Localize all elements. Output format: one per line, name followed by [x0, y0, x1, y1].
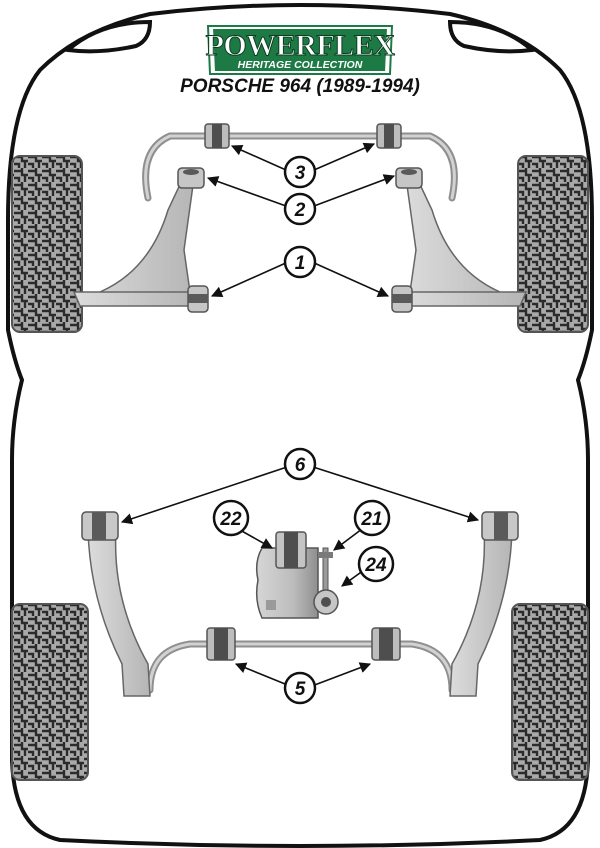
callout-24: 24	[357, 545, 395, 583]
mount-rod	[313, 547, 339, 615]
logo-tagline: HERITAGE COLLECTION	[238, 59, 363, 71]
bush-rear-arm-left	[81, 511, 119, 541]
page-title: PORSCHE 964 (1989-1994)	[180, 76, 420, 97]
bush-front-arb-left	[204, 123, 230, 149]
callout-22: 22	[212, 499, 250, 537]
tyre-front-left	[11, 155, 83, 333]
svg-text:6: 6	[295, 455, 306, 476]
tyre-rear-right	[511, 603, 589, 781]
svg-text:3: 3	[295, 163, 306, 184]
engine-mount	[255, 531, 319, 619]
bush-front-lower-left	[187, 285, 209, 313]
svg-text:5: 5	[295, 679, 306, 700]
svg-text:22: 22	[219, 509, 242, 530]
callout-1: 1	[283, 245, 317, 279]
headlight-right	[447, 19, 537, 54]
callout-2: 2	[283, 192, 317, 226]
svg-text:2: 2	[294, 200, 306, 221]
svg-text:21: 21	[360, 509, 382, 530]
callout-21: 21	[353, 499, 391, 537]
tyre-rear-left	[11, 603, 89, 781]
bush-front-lower-right	[391, 285, 413, 313]
rear-left-trailing-arm	[87, 529, 151, 697]
headlight-left	[63, 19, 153, 54]
bush-front-arb-right	[376, 123, 402, 149]
callout-6: 6	[283, 447, 317, 481]
tyre-front-right	[517, 155, 589, 333]
powerflex-logo: POWERFLEX HERITAGE COLLECTION	[205, 25, 396, 75]
rear-right-trailing-arm	[449, 529, 513, 697]
bush-front-upper-left	[177, 167, 205, 189]
bush-rear-arb-right	[371, 627, 401, 661]
logo-brand: POWERFLEX	[206, 29, 396, 62]
bush-rear-arm-right	[481, 511, 519, 541]
callout-5: 5	[283, 671, 317, 705]
car-body-outline	[6, 3, 594, 848]
callout-3: 3	[283, 155, 317, 189]
svg-text:24: 24	[364, 555, 387, 576]
svg-text:1: 1	[295, 253, 306, 274]
bush-rear-arb-left	[206, 627, 236, 661]
bush-front-upper-right	[395, 167, 423, 189]
